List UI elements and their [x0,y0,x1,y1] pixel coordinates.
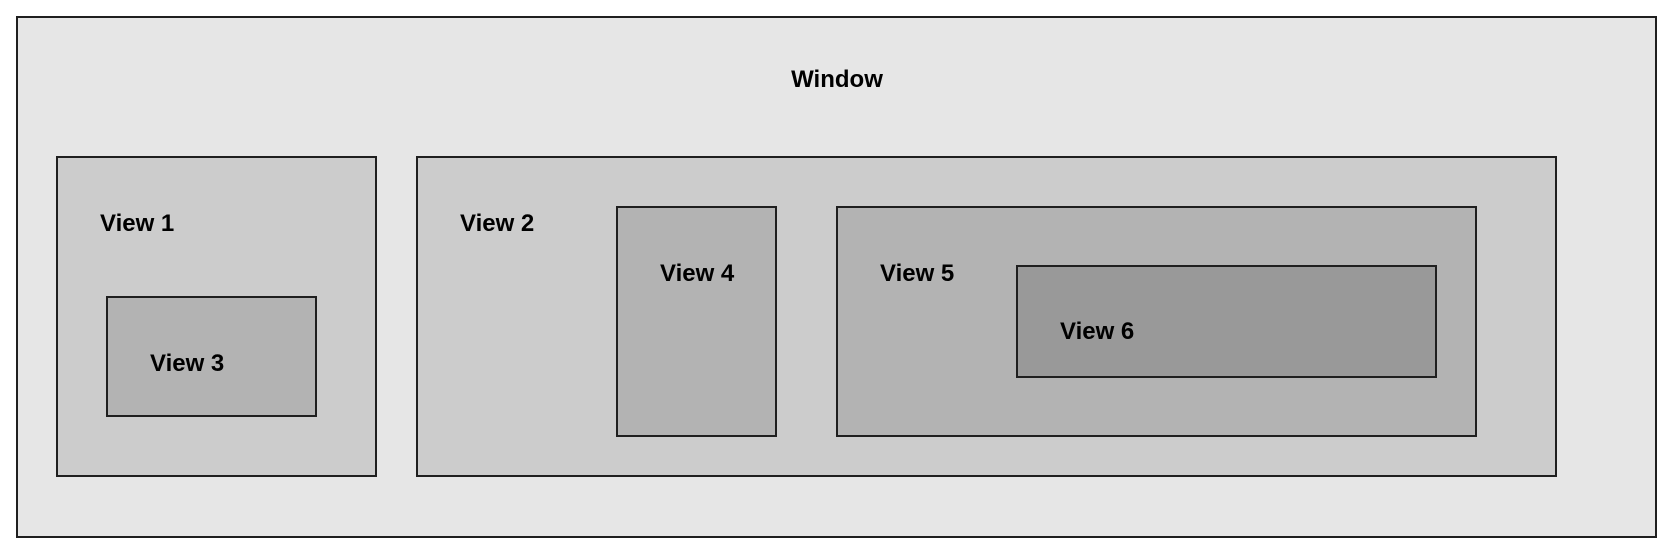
view-3-label: View 3 [150,350,225,377]
view-2-label: View 2 [460,210,535,237]
view-6-box [1016,265,1437,378]
view-6-label: View 6 [1060,318,1135,345]
view-1-label: View 1 [100,210,175,237]
view-4-label: View 4 [660,260,735,287]
window-label: Window [791,66,883,93]
view-4-box [616,206,777,437]
view-5-label: View 5 [880,260,955,287]
view-3-box [106,296,317,417]
